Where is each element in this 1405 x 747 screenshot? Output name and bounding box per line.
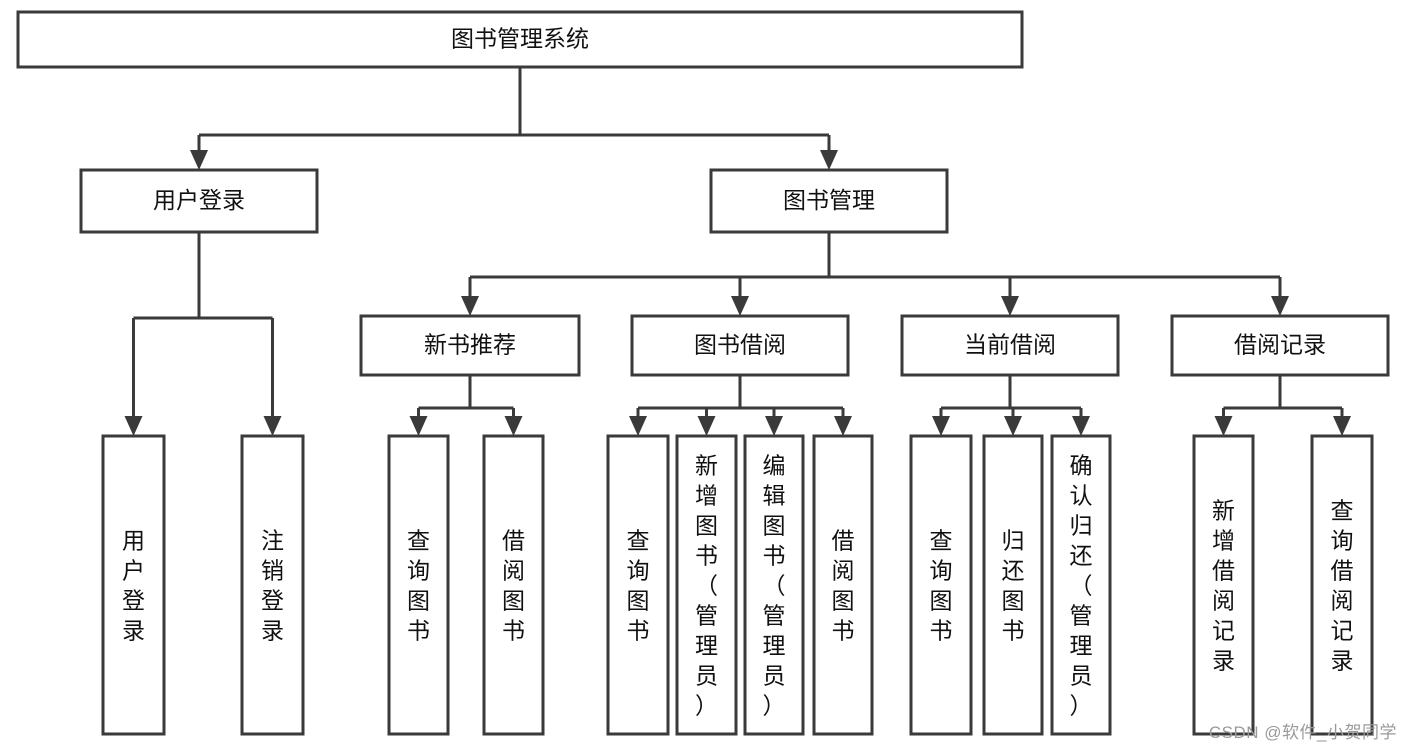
node-label: 新增借阅记录 [1212,497,1235,673]
node-box[interactable] [1170,314,1390,377]
arrow-head-icon [1214,416,1233,436]
arrow-head-icon [124,416,143,436]
node-leaf-add-book[interactable]: 新增图书（管理员） [675,434,738,736]
arrow-head-icon [1072,416,1090,436]
node-box[interactable] [630,314,850,377]
node-box[interactable] [709,168,949,234]
node-box[interactable] [16,10,1024,69]
node-label: 查询图书 [627,527,650,643]
node-leaf-edit-book[interactable]: 编辑图书（管理员） [743,434,805,736]
node-box[interactable] [900,314,1120,377]
node-box[interactable] [240,434,305,736]
node-label: 确认归还（管理员） [1070,452,1093,718]
node-box[interactable] [387,434,450,736]
node-label: 图书管理 [783,187,875,213]
arrow-head-icon [765,416,783,436]
arrow-head-icon [932,416,950,436]
node-leaf-return-book[interactable]: 归还图书 [982,434,1044,736]
node-leaf-query-book-1[interactable]: 查询图书 [387,434,450,736]
node-leaf-borrow-book-2[interactable]: 借阅图书 [812,434,874,736]
node-label: 查询借阅记录 [1331,497,1354,673]
node-leaf-user-login[interactable]: 用户登录 [101,434,166,736]
node-label: 借阅图书 [832,527,855,643]
node-leaf-query-book-3[interactable]: 查询图书 [909,434,973,736]
arrow-head-icon [820,150,838,170]
node-box[interactable] [982,434,1044,736]
node-box[interactable] [79,168,319,234]
node-label: 新增图书（管理员） [695,452,718,718]
node-new-book-rec[interactable]: 新书推荐 [359,314,581,377]
node-label: 借阅记录 [1234,332,1326,358]
node-leaf-borrow-book-1[interactable]: 借阅图书 [482,434,545,736]
node-current-borrow[interactable]: 当前借阅 [900,314,1120,377]
node-leaf-logout[interactable]: 注销登录 [240,434,305,736]
node-label: 用户登录 [122,527,145,643]
node-label: 用户登录 [153,187,245,213]
arrow-head-icon [409,416,428,436]
node-label: 注销登录 [261,527,284,643]
arrow-head-icon [1004,416,1022,436]
node-label: 图书借阅 [694,332,786,358]
node-label: 查询图书 [930,527,953,643]
arrow-head-icon [461,296,479,316]
arrow-head-icon [190,150,208,170]
node-label: 图书管理系统 [451,26,589,52]
arrow-head-icon [1001,296,1019,316]
node-root[interactable]: 图书管理系统 [16,10,1024,69]
node-box[interactable] [1192,434,1255,736]
node-box[interactable] [675,434,738,736]
node-label: 归还图书 [1002,527,1025,643]
node-box[interactable] [743,434,805,736]
node-label: 借阅图书 [502,527,525,643]
node-box[interactable] [101,434,166,736]
node-leaf-query-record[interactable]: 查询借阅记录 [1310,434,1374,736]
node-box[interactable] [359,314,581,377]
node-layer: 图书管理系统用户登录图书管理新书推荐图书借阅当前借阅借阅记录用户登录注销登录查询… [16,10,1390,736]
node-box[interactable] [1310,434,1374,736]
arrow-head-icon [263,416,282,436]
node-leaf-query-book-2[interactable]: 查询图书 [606,434,670,736]
node-leaf-add-record[interactable]: 新增借阅记录 [1192,434,1255,736]
node-box[interactable] [909,434,973,736]
node-box[interactable] [482,434,545,736]
arrow-head-icon [504,416,523,436]
arrow-head-icon [1333,416,1351,436]
node-book-borrow[interactable]: 图书借阅 [630,314,850,377]
node-label: 当前借阅 [964,332,1056,358]
node-borrow-record[interactable]: 借阅记录 [1170,314,1390,377]
node-label: 编辑图书（管理员） [763,452,786,718]
node-user-login[interactable]: 用户登录 [79,168,319,234]
arrow-head-icon [697,416,716,436]
node-label: 查询图书 [407,527,430,643]
arrow-head-icon [629,416,647,436]
node-label: 新书推荐 [424,332,516,358]
node-box[interactable] [606,434,670,736]
node-box[interactable] [1050,434,1112,736]
node-box[interactable] [812,434,874,736]
arrow-head-icon [834,416,852,436]
node-book-manage[interactable]: 图书管理 [709,168,949,234]
node-leaf-confirm-return[interactable]: 确认归还（管理员） [1050,434,1112,736]
arrow-head-icon [731,296,749,316]
arrow-head-icon [1271,296,1289,316]
connector-layer [124,67,1351,436]
